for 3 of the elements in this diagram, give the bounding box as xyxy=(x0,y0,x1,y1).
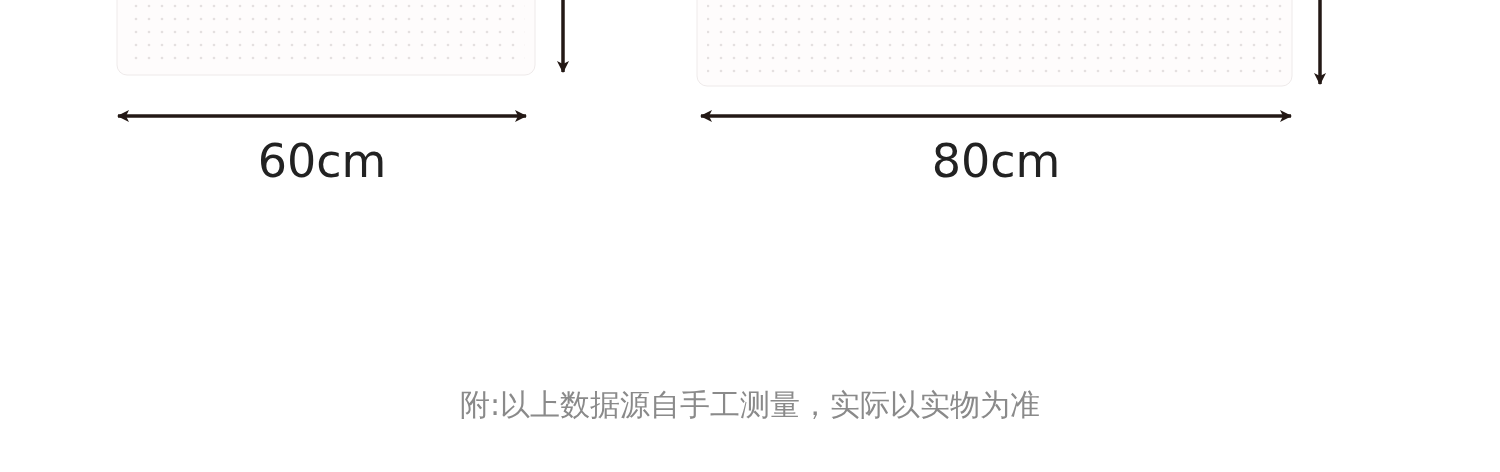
dimension-label: 80cm xyxy=(931,134,1061,188)
dimension-label: 60cm xyxy=(257,134,387,188)
note-text: 附:以上数据源自手工测量，实际以实物为准 xyxy=(459,386,1041,424)
